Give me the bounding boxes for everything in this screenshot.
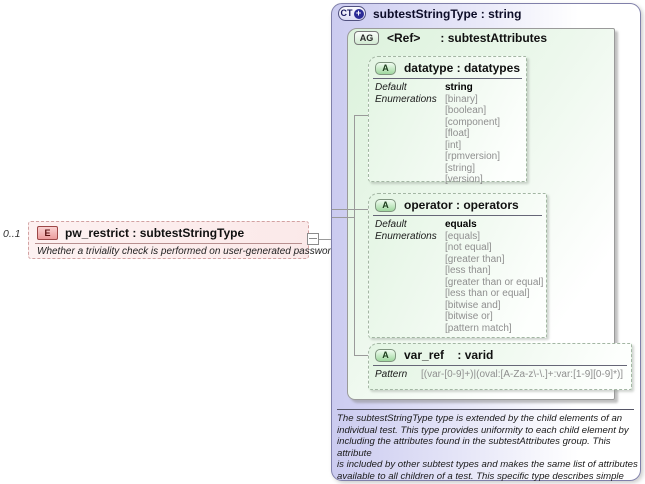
facet-label: Pattern [375, 369, 408, 380]
facet-value: [equals] [445, 230, 481, 242]
divider [373, 78, 522, 79]
attribute-title: operator : operators [404, 198, 519, 212]
complex-type-title: subtestStringType : string [373, 6, 522, 21]
element-box-pw-restrict[interactable]: E pw_restrict : subtestStringType Whethe… [28, 221, 342, 259]
facet-value: [component] [445, 116, 501, 128]
attribute-group-ref: <Ref> [387, 31, 421, 45]
attribute-box-var-ref[interactable]: A var_ref : varid Pattern [(var-[0-9]+)|(… [368, 343, 632, 390]
facet-value: [less than] [445, 265, 491, 276]
connector-line [309, 239, 331, 240]
tree-stub-varref [354, 355, 368, 356]
element-header: E pw_restrict : subtestStringType [29, 222, 308, 242]
facet-value: [version] [445, 174, 483, 185]
facet-row: Enumerations[equals][not equal][greater … [375, 230, 543, 335]
facet-row: Default equals [375, 219, 542, 231]
facet-values: [(var-[0-9]+)|(oval:[A-Za-z\-\.]+:var:[1… [421, 369, 623, 381]
connector-handle[interactable] [307, 233, 319, 245]
facet-row: Enumerations [binary][boolean][component]… [375, 94, 522, 186]
element-icon: E [37, 226, 58, 240]
facet-label: Default [375, 219, 407, 230]
attribute-header: A datatype : datatypes [369, 57, 526, 78]
facet-row: Default string [375, 82, 522, 94]
element-title: pw_restrict : subtestStringType [65, 226, 245, 240]
facet-value: [pattern match] [445, 322, 512, 334]
facet-value: [boolean] [445, 105, 487, 116]
facet-values: [equals][not equal][greater than][less t… [445, 231, 543, 335]
facet-value: [binary] [445, 93, 478, 105]
facet-value: string [445, 82, 473, 93]
cardinality-label: 0..1 [3, 228, 21, 240]
facet-row: Pattern [(var-[0-9]+)|(oval:[A-Za-z\-\.]+… [375, 369, 627, 381]
attribute-header: A var_ref : varid [369, 344, 631, 365]
facet-value: [greater than or equal] [445, 276, 544, 288]
attribute-group-title: : subtestAttributes [440, 31, 548, 45]
tree-entry-line [332, 217, 354, 218]
facet-value: [not equal] [445, 242, 492, 253]
facet-values: equals [445, 219, 477, 231]
attribute-title: var_ref : varid [404, 348, 494, 362]
attribute-icon: A [375, 348, 396, 362]
facet-value: [rpmversion] [445, 151, 501, 162]
facet-value: [bitwise and] [445, 299, 501, 311]
attribute-icon: A [375, 61, 396, 75]
facet-value: [int] [445, 139, 462, 151]
attribute-title: datatype : datatypes [403, 61, 520, 75]
facet-table: Pattern [(var-[0-9]+)|(oval:[A-Za-z\-\.]+… [369, 366, 631, 383]
facet-value: [(var-[0-9]+)|(oval:[A-Za-z\-\.]+:var:[1… [421, 369, 624, 380]
facet-value: [bitwise or] [445, 311, 493, 322]
attribute-icon: A [375, 198, 396, 212]
facet-value: equals [445, 219, 477, 230]
tree-stub-operator [332, 209, 368, 210]
complex-type-header: CT+ subtestStringType : string [338, 6, 521, 21]
facet-values: string [445, 82, 473, 94]
facet-label: Default [375, 82, 407, 93]
attribute-group-icon: AG [354, 31, 379, 45]
expand-icon[interactable]: + [353, 8, 364, 19]
facet-label: Enumerations [375, 230, 437, 242]
divider [35, 243, 302, 244]
attribute-header: A operator : operators [369, 194, 546, 215]
facet-value: [string] [445, 162, 476, 174]
facet-label: Enumerations [375, 93, 437, 105]
tree-vertical-line [354, 115, 355, 355]
tree-stub-datatype [354, 115, 368, 116]
facet-value: [float] [445, 128, 470, 139]
ct-label: CT [340, 8, 353, 18]
type-description: The subtestStringType type is extended b… [337, 413, 638, 484]
divider [373, 365, 627, 366]
divider [373, 215, 542, 216]
facet-value: [less than or equal] [445, 288, 530, 299]
complex-type-icon: CT+ [338, 6, 366, 21]
attribute-group-header: AG <Ref> : subtestAttributes [354, 31, 547, 45]
element-annotation: Whether a triviality check is performed … [37, 246, 342, 257]
facet-value: [greater than] [445, 253, 505, 265]
facet-values: [binary][boolean][component][float][int]… [445, 94, 500, 186]
description-divider [337, 409, 634, 410]
